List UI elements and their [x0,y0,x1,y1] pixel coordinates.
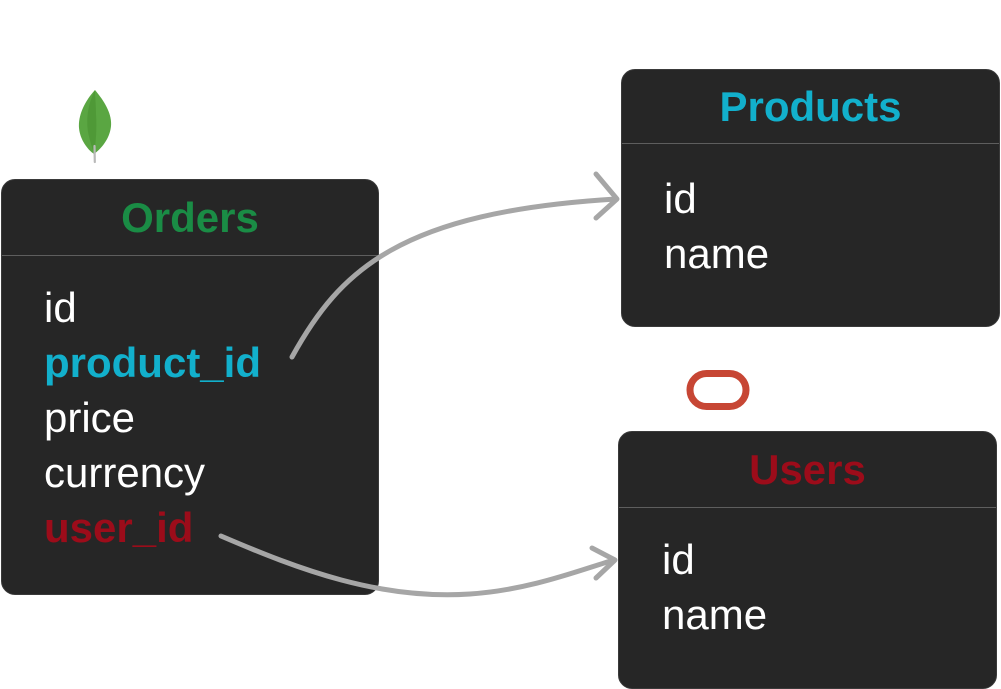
orders-table: Orders id product_id price currency user… [1,179,379,595]
products-field-list: id name [622,144,999,281]
orders-field-product-id: product_id [44,339,261,386]
products-field-name: name [664,230,770,277]
users-table-title: Users [619,432,996,508]
users-field-name: name [662,591,768,638]
orders-field-id: id [44,284,77,331]
orders-field-list: id product_id price currency user_id [2,256,378,555]
users-table: Users id name [618,431,997,689]
orders-field-price: price [44,394,136,441]
orders-field-currency: currency [44,449,206,496]
users-field-list: id name [619,508,996,642]
orders-table-title: Orders [2,180,378,256]
users-field-id: id [662,536,695,583]
products-table-title: Products [622,70,999,144]
mongodb-leaf-icon [76,88,114,164]
orders-field-user-id: user_id [44,504,194,551]
products-table: Products id name [621,69,1000,327]
products-field-id: id [664,175,697,222]
oracle-logo-icon [686,370,750,410]
